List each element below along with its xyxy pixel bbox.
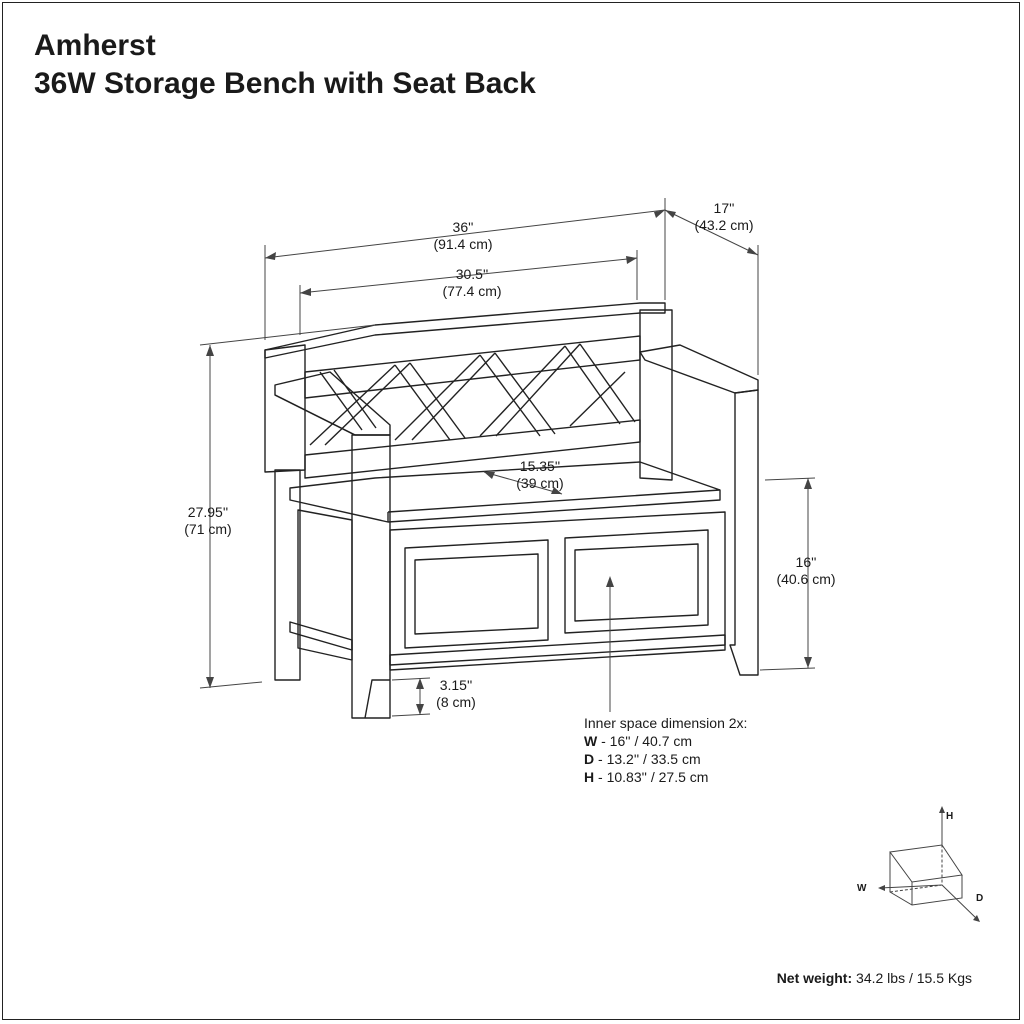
product-description: 36W Storage Bench with Seat Back bbox=[34, 67, 536, 100]
right-arm bbox=[639, 344, 759, 394]
dim-seat-width bbox=[299, 257, 638, 294]
dim-depth-label: 17'' (43.2 cm) bbox=[694, 200, 754, 233]
drawer-right bbox=[564, 529, 709, 634]
dim-seat-depth-label: 15.35'' (39 cm) bbox=[516, 458, 564, 491]
right-back-post bbox=[639, 309, 673, 481]
inner-space-heading: Inner space dimension 2x: bbox=[584, 715, 748, 731]
axis-cube bbox=[879, 808, 979, 921]
dim-leg-clearance-label: 3.15'' (8 cm) bbox=[436, 677, 476, 710]
net-weight-value: 34.2 lbs / 15.5 Kgs bbox=[852, 970, 972, 986]
drawer-left bbox=[404, 539, 549, 649]
dim-depth bbox=[664, 209, 759, 256]
dim-overall-width bbox=[264, 209, 666, 259]
back-lower-rail bbox=[304, 419, 641, 479]
box-front bbox=[389, 511, 726, 671]
axis-label-d: D bbox=[976, 893, 984, 904]
dim-seat-width-label: 30.5'' (77.4 cm) bbox=[442, 266, 502, 299]
dim-overall-width-label: 36'' (91.4 cm) bbox=[433, 219, 493, 252]
axis-label-w: W bbox=[857, 883, 867, 894]
dim-seat-height-label: 16'' (40.6 cm) bbox=[776, 554, 836, 587]
back-upper-rail bbox=[304, 335, 641, 399]
dim-overall-height-label: 27.95'' (71 cm) bbox=[184, 504, 232, 537]
inner-space-note: Inner space dimension 2x: W - 16'' / 40.… bbox=[584, 714, 747, 786]
box-side bbox=[297, 509, 353, 661]
inner-space-row: W - 16'' / 40.7 cm bbox=[584, 733, 693, 749]
net-weight: Net weight: 34.2 lbs / 15.5 Kgs bbox=[777, 970, 972, 986]
inner-space-row: D - 13.2'' / 33.5 cm bbox=[584, 751, 701, 767]
dim-seat-depth bbox=[483, 471, 563, 495]
left-back-post bbox=[264, 344, 306, 473]
net-weight-label: Net weight: bbox=[776, 970, 853, 986]
lattice bbox=[309, 343, 636, 446]
right-front-leg bbox=[729, 389, 759, 676]
product-name: Amherst bbox=[34, 29, 156, 62]
axis-label-h: H bbox=[946, 811, 954, 822]
left-rear-leg bbox=[274, 469, 301, 681]
inner-space-row: H - 10.83'' / 27.5 cm bbox=[584, 769, 709, 785]
seat-top bbox=[289, 461, 721, 523]
back-top-rail bbox=[264, 302, 666, 359]
